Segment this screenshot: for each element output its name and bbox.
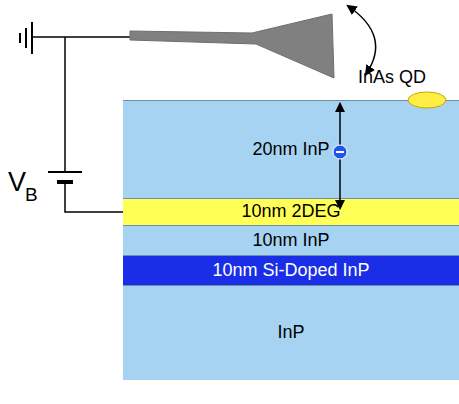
layer-band: 10nm 2DEG <box>123 198 459 225</box>
battery-symbol <box>48 172 82 182</box>
layer-band: 20nm InP <box>123 100 459 198</box>
layer-label: 10nm InP <box>252 231 329 251</box>
ground-symbol <box>20 22 32 54</box>
layer-label: 20nm InP <box>252 140 329 160</box>
layer-label: InP <box>277 323 304 343</box>
layer-band: InP <box>123 285 459 380</box>
layer-label: 10nm Si-Doped InP <box>212 261 369 281</box>
quantum-dot <box>408 92 446 108</box>
oscillation-arrow <box>348 6 376 74</box>
electron-charge <box>336 151 344 153</box>
quantum-dot-label: InAs QD <box>358 68 426 88</box>
layer-label: 10nm 2DEG <box>241 202 340 222</box>
electron <box>333 145 347 159</box>
wire <box>64 37 66 172</box>
voltage-subscript: B <box>25 185 38 206</box>
wire <box>32 36 134 38</box>
layer-band: 10nm InP <box>123 225 459 255</box>
wire <box>65 182 124 212</box>
voltage-symbol: V <box>8 168 26 198</box>
cantilever-tip <box>130 14 334 78</box>
layer-band: 10nm Si-Doped InP <box>123 255 459 285</box>
